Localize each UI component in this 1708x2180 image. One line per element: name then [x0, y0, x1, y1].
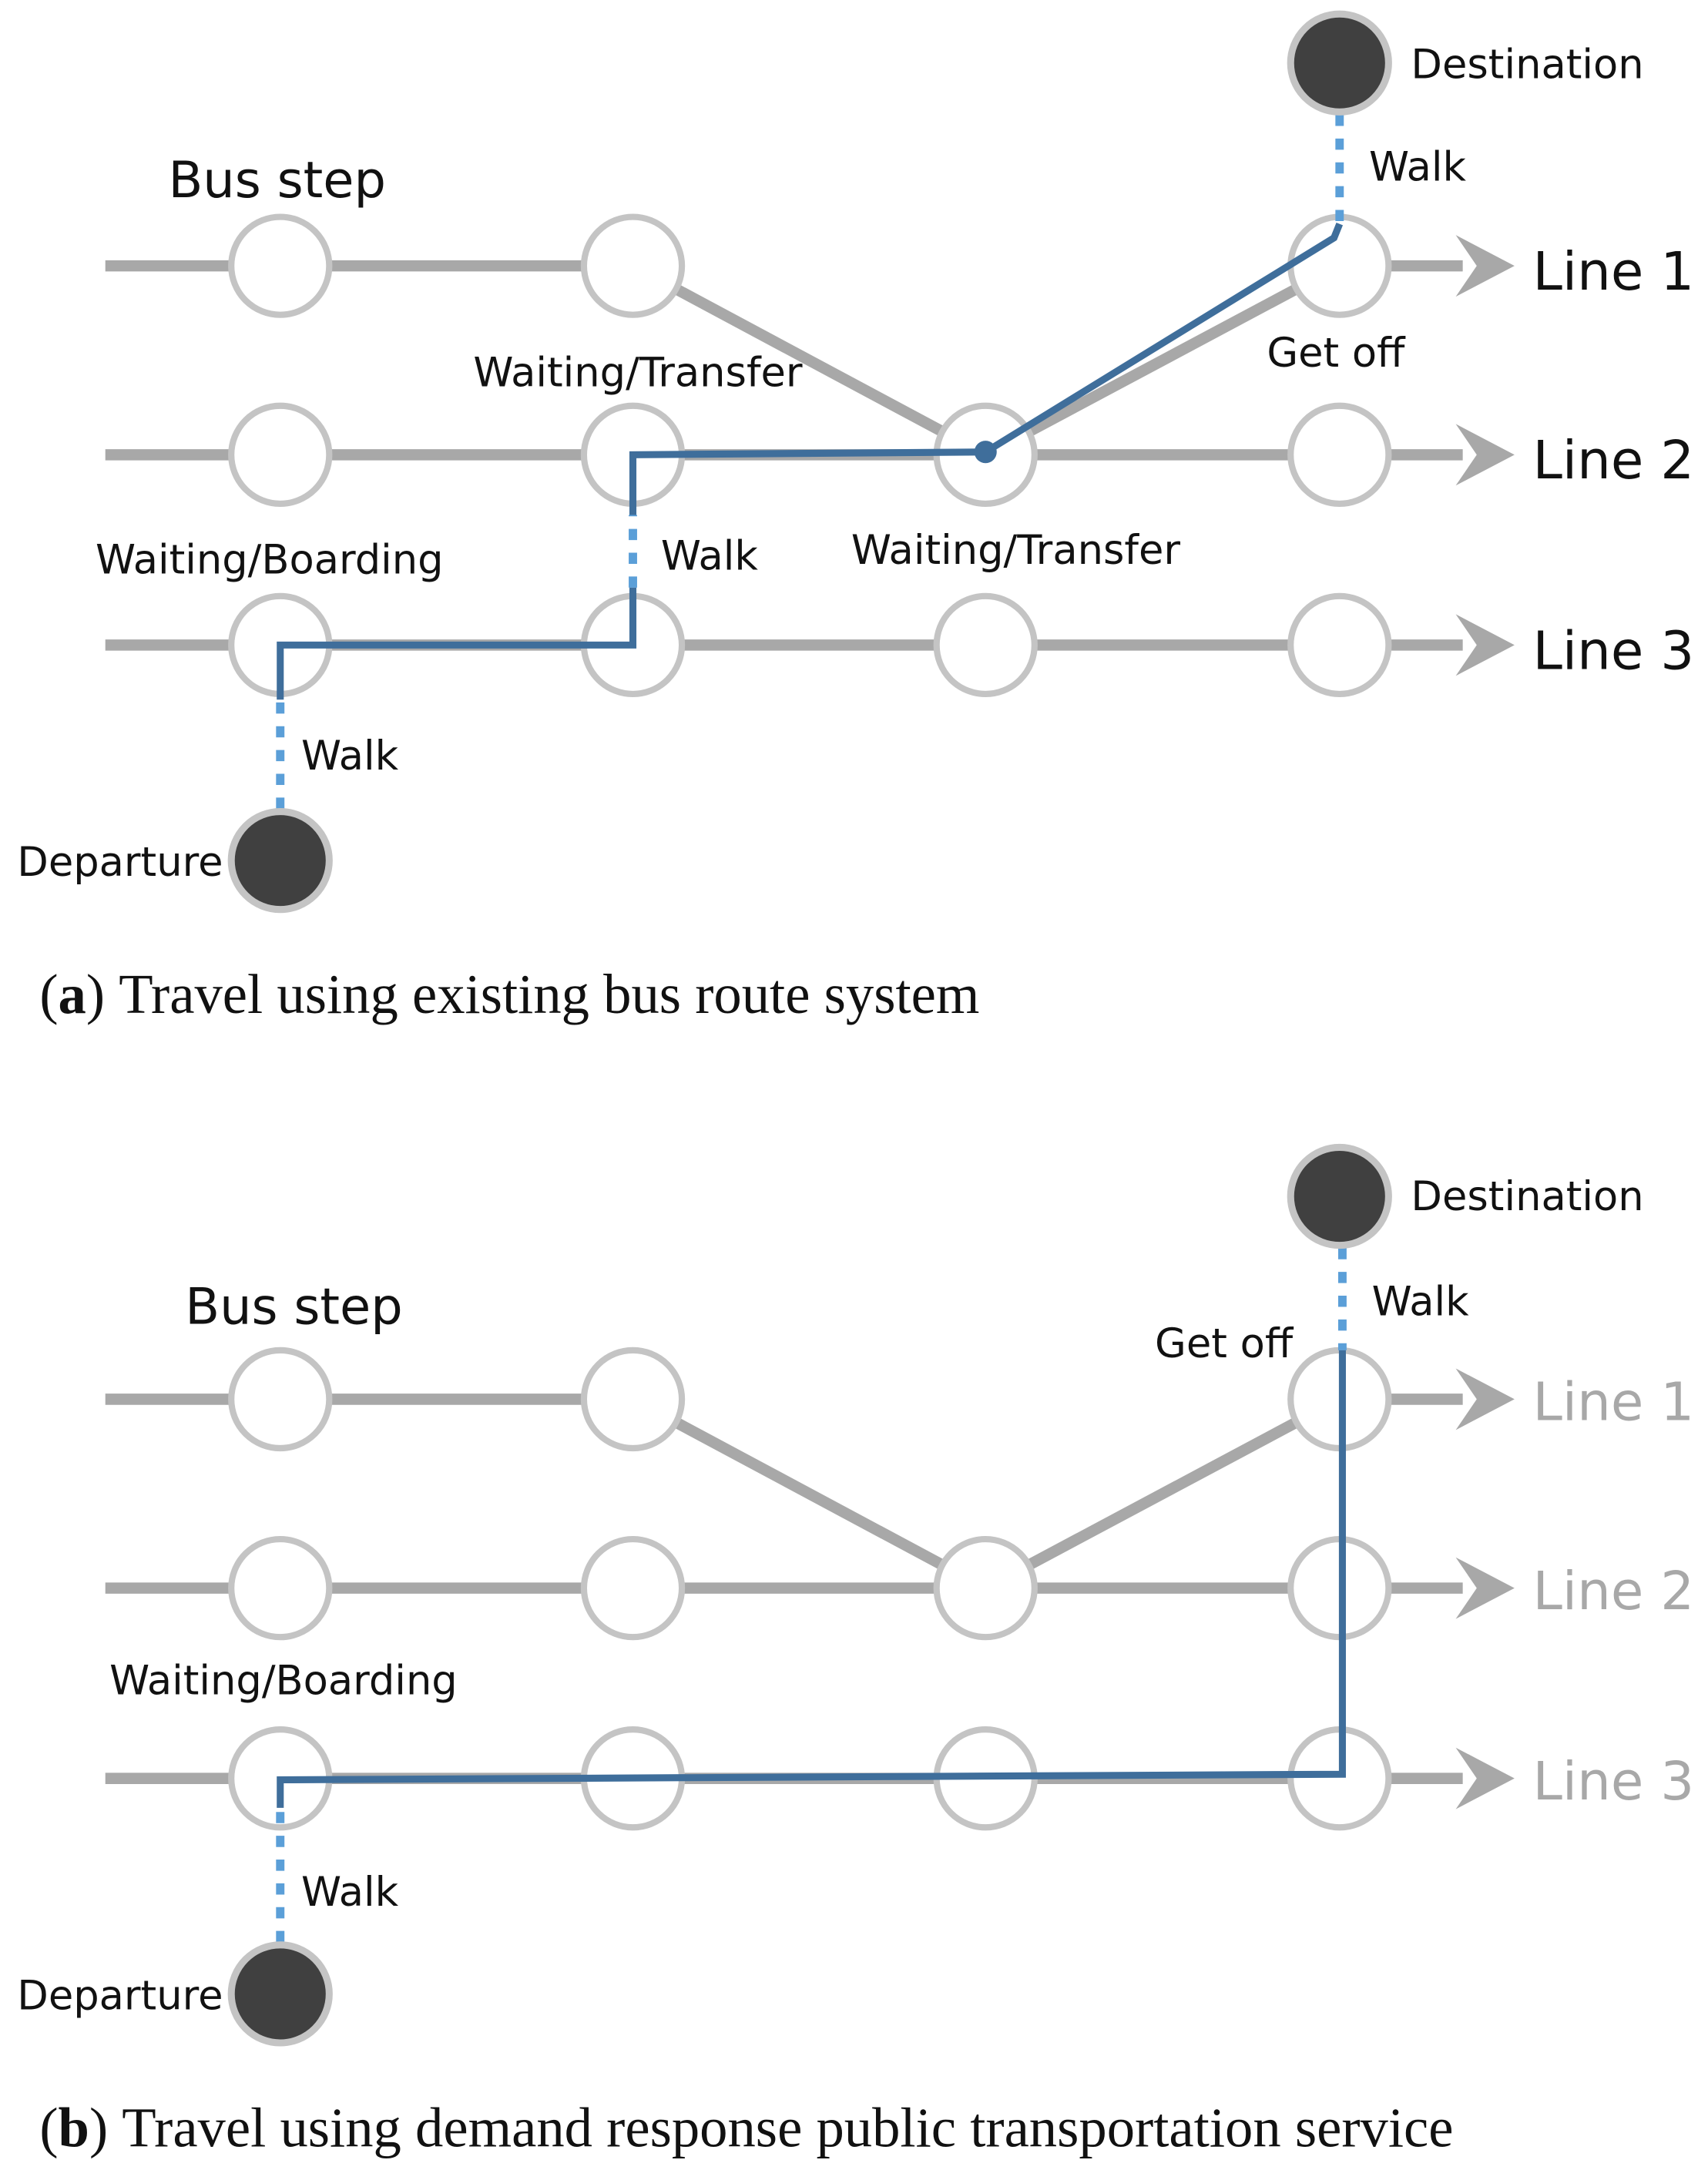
bus-stops [228, 213, 1392, 698]
departure-label: Departure [17, 839, 223, 886]
destination-marker [1287, 1143, 1392, 1249]
bus-stop [1287, 592, 1392, 698]
caption-a: (a) Travel using existing bus route syst… [39, 963, 979, 1025]
waiting-transfer-label: Waiting/Transfer [473, 349, 802, 396]
travel-route [277, 1350, 1346, 1808]
destination-marker [1287, 10, 1392, 116]
destination-label: Destination [1411, 42, 1643, 89]
waiting-boarding-label: Waiting/Boarding [96, 537, 444, 584]
bus-stop [228, 1535, 333, 1641]
travel-route [277, 587, 637, 700]
bus-step-label: Bus step [185, 1277, 403, 1336]
panel-a: Bus step Destination Walk Get off Waitin… [17, 10, 1694, 1025]
arrow-icon [1455, 1368, 1515, 1430]
bus-stop [580, 1535, 686, 1641]
bus-stop [933, 592, 1038, 698]
walk-label: Walk [301, 1869, 399, 1916]
bus-stop [933, 1535, 1038, 1641]
waiting-transfer-label: Waiting/Transfer [851, 527, 1180, 574]
arrow-icon [1455, 424, 1515, 486]
bus-stop [1287, 402, 1392, 508]
bus-stop [228, 402, 333, 508]
line-3-label: Line 3 [1532, 620, 1694, 682]
line-3-label: Line 3 [1532, 1751, 1694, 1813]
bus-stop [580, 1347, 686, 1452]
walk-label: Walk [301, 733, 399, 780]
arrow-icon [1455, 614, 1515, 676]
line-1-label: Line 1 [1532, 1372, 1694, 1434]
bus-stop [228, 213, 333, 318]
destination-label: Destination [1411, 1173, 1643, 1220]
transfer-point [974, 441, 997, 464]
get-off-label: Get off [1155, 1320, 1294, 1367]
arrow-icon [1455, 1747, 1515, 1809]
walk-label: Walk [1369, 143, 1467, 190]
bus-stop [580, 213, 686, 318]
bus-stop [228, 1347, 333, 1452]
walk-label: Walk [661, 532, 759, 579]
walk-label: Walk [1372, 1278, 1470, 1325]
caption-b: (b) Travel using demand response public … [39, 2096, 1453, 2158]
get-off-label: Get off [1267, 330, 1406, 377]
line-2-label: Line 2 [1532, 1561, 1694, 1622]
bus-step-label: Bus step [168, 151, 386, 210]
line-2-label: Line 2 [1532, 430, 1694, 491]
panel-b: Bus step Destination Walk Get off Waitin… [17, 1143, 1694, 2158]
arrow-icon [1455, 1557, 1515, 1619]
departure-marker [227, 1941, 333, 2047]
departure-label: Departure [17, 1972, 223, 2019]
line-1-label: Line 1 [1532, 241, 1694, 303]
departure-marker [227, 807, 333, 914]
waiting-boarding-label: Waiting/Boarding [109, 1658, 458, 1705]
arrow-icon [1455, 235, 1515, 297]
